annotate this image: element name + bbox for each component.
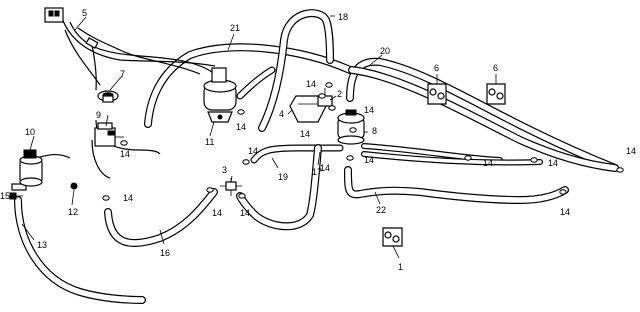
callout-22: 22 <box>376 205 386 215</box>
callout-10: 10 <box>25 127 35 137</box>
callout-11: 11 <box>205 137 214 147</box>
hose-clamp <box>559 189 567 195</box>
hose-17-inner <box>237 145 321 230</box>
callout-14-n: 14 <box>240 208 250 218</box>
hose-19-inner <box>251 145 343 163</box>
connector-part-5 <box>44 7 99 49</box>
hose-20-inner <box>347 59 618 171</box>
callout-14-m: 14 <box>212 208 222 218</box>
callout-7: 7 <box>120 69 125 79</box>
callout-21: 21 <box>230 23 240 33</box>
leader-lines <box>16 15 497 259</box>
callout-labels: 1 2 3 4 5 6 6 7 8 9 10 11 12 13 14 14 14… <box>0 8 636 272</box>
clip-part-1 <box>382 227 403 247</box>
callout-19: 19 <box>278 172 288 182</box>
callout-14-i: 14 <box>548 158 558 168</box>
callout-14-b: 14 <box>236 122 246 132</box>
hose-clamp <box>616 167 624 173</box>
hose-clamp <box>318 93 326 99</box>
hose-long-b-inner <box>362 152 542 165</box>
hose-13 <box>14 196 146 304</box>
callout-14-k: 14 <box>560 207 570 217</box>
hose-18-inner <box>259 10 333 131</box>
hose-clamp <box>530 157 538 163</box>
hose-clamp <box>464 155 472 161</box>
vacuum-switch-part-10 <box>11 149 43 191</box>
callout-14-l: 14 <box>123 193 133 203</box>
screw-part-12 <box>70 182 78 190</box>
hose-top-c-inner <box>349 67 618 171</box>
hose-clamp <box>102 195 110 201</box>
callout-18: 18 <box>338 12 348 22</box>
callout-14-g: 14 <box>248 146 258 156</box>
hose-clamp <box>242 159 250 165</box>
callout-13: 13 <box>37 240 47 250</box>
hose-clamp <box>120 140 128 146</box>
hose-clamp <box>238 193 246 199</box>
callout-6-right: 6 <box>493 63 498 73</box>
control-valve-part-11 <box>203 67 237 123</box>
hose-clamp <box>237 109 245 115</box>
solenoid-part-9 <box>94 122 124 147</box>
callout-5: 5 <box>82 8 87 18</box>
clip-part-6-left <box>427 83 447 105</box>
callout-6-left: 6 <box>434 63 439 73</box>
callout-20: 20 <box>380 46 390 56</box>
callout-14-d: 14 <box>364 105 374 115</box>
callout-8: 8 <box>372 126 377 136</box>
hose-clamp <box>206 187 214 193</box>
hose-13-inner <box>15 197 145 303</box>
callout-14-f: 14 <box>364 155 374 165</box>
callout-17: 17 <box>312 167 322 177</box>
hose-clamp <box>346 155 354 161</box>
callout-14-j: 14 <box>626 146 636 156</box>
hose-long-a-inner <box>362 144 502 162</box>
callout-15: 15 <box>0 191 10 201</box>
hose-clamp <box>349 127 357 133</box>
hose-16-inner <box>105 189 217 246</box>
callout-12: 12 <box>68 207 78 217</box>
hose-clamp <box>328 105 336 111</box>
callout-3: 3 <box>222 165 227 175</box>
callout-4: 4 <box>279 109 284 119</box>
bolt-part-15 <box>9 192 17 200</box>
callout-1: 1 <box>398 262 403 272</box>
hose-clamps <box>102 82 624 201</box>
callout-16: 16 <box>160 248 170 258</box>
callout-9: 9 <box>96 110 101 120</box>
hose-21b-inner <box>237 67 275 99</box>
callout-14-a: 14 <box>306 79 316 89</box>
hose-clamp <box>325 82 333 88</box>
sensor-part-7 <box>97 90 119 103</box>
callout-14-h: 14 <box>483 158 493 168</box>
hose-22-inner <box>345 167 568 203</box>
callout-14-c: 14 <box>120 149 130 159</box>
vacuum-tank-part-8 <box>337 109 365 145</box>
hoses <box>14 9 619 304</box>
callout-14-o: 14 <box>320 163 330 173</box>
callout-14-e: 14 <box>300 129 310 139</box>
hose-21-inner <box>145 44 353 127</box>
callout-2: 2 <box>337 89 342 99</box>
clip-part-6-right <box>486 83 506 105</box>
